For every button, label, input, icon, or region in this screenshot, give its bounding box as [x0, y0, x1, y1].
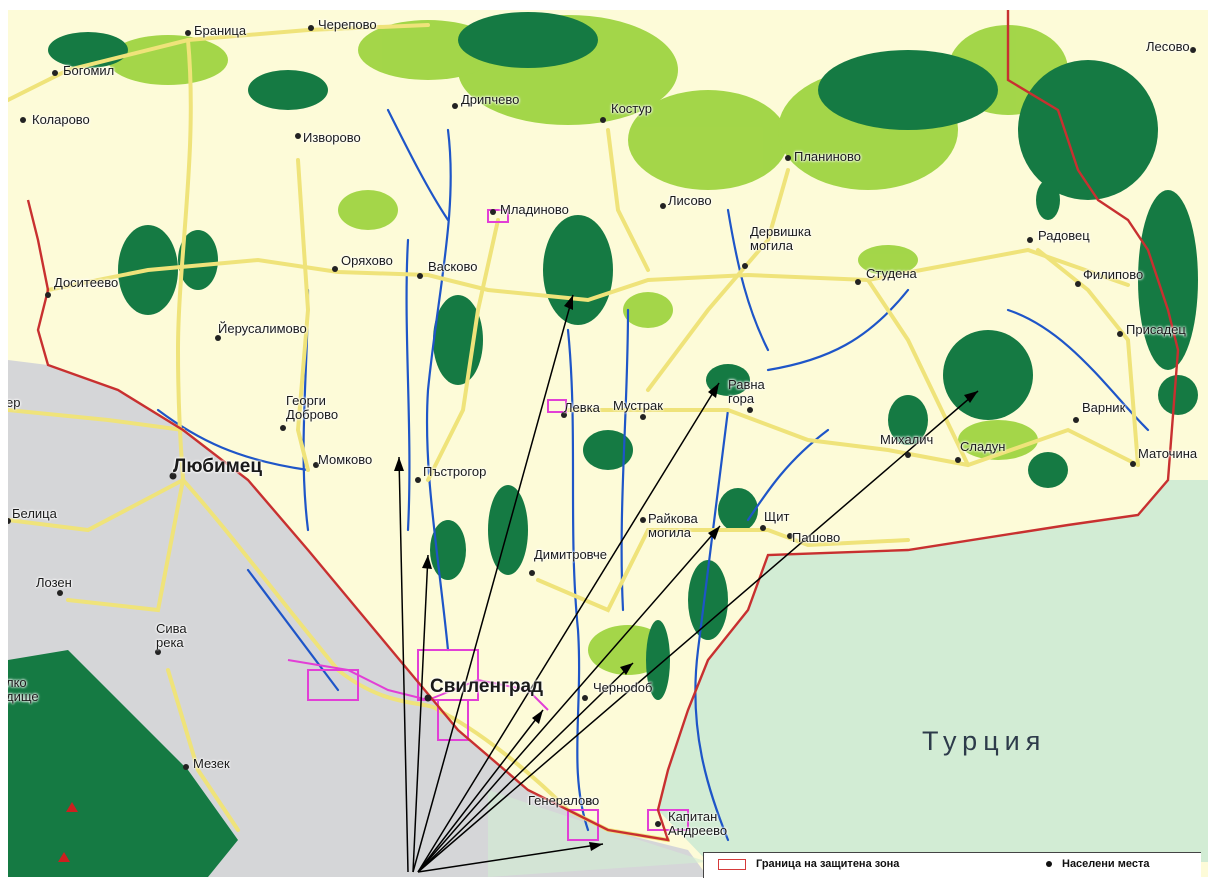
place-label-cherepovo: Черепово — [318, 17, 377, 32]
place-label-sladun: Сладун — [960, 439, 1006, 454]
country-label-turkey: Турция — [922, 726, 1047, 756]
peak-marker-icon — [58, 852, 70, 862]
place-label-branitsa: Браница — [194, 23, 247, 38]
edge-label-lko: лко дище — [8, 675, 39, 704]
map-canvas — [8, 10, 1208, 877]
arrow-heads — [394, 295, 978, 851]
place-label-mladinovo: Младиново — [500, 202, 569, 217]
place-label-yerusalimovo: Йерусалимово — [218, 321, 307, 336]
place-label-mihalich: Михалич — [880, 432, 934, 447]
place-label-siva: Сива река — [156, 621, 187, 650]
place-label-ravna: Равна гора — [728, 377, 765, 406]
place-label-kapitan: Капитан Андреево — [668, 809, 728, 838]
place-label-georgi: Георги Доброво — [286, 393, 339, 422]
place-label-mezek: Мезек — [193, 756, 230, 771]
place-label-radovets: Радовец — [1038, 228, 1090, 243]
map-frame: Браница Черепово Лесово Богомил Коларово… — [8, 10, 1208, 877]
protected-zone-swatch-icon — [718, 858, 746, 870]
place-label-varnik: Варник — [1082, 400, 1126, 415]
legend-label-settlements: Населени места — [1062, 858, 1150, 870]
place-label-kostur: Костур — [611, 101, 652, 116]
place-label-izvorovo: Изворово — [303, 130, 361, 145]
city-label-svilengrad: Свиленград — [430, 676, 544, 697]
place-label-dripchevo: Дрипчево — [461, 92, 520, 107]
legend-item-settlements: Населени места — [1046, 858, 1149, 870]
place-label-momkovo: Момково — [318, 452, 373, 467]
place-label-vaskovo: Васково — [428, 259, 478, 274]
place-label-filipovo: Филипово — [1083, 267, 1144, 282]
place-label-lozen: Лозен — [36, 575, 72, 590]
place-label-dimitrovche: Димитровче — [534, 547, 608, 562]
place-label-levka: Левка — [564, 400, 600, 415]
place-label-pashovo: Пашово — [792, 530, 841, 545]
forest-dark-patches — [48, 12, 1198, 700]
place-label-dositeevo: Доситеево — [54, 275, 119, 290]
protected-zone-border — [26, 10, 1180, 842]
place-label-dervishka: Дервишка могила — [750, 224, 812, 253]
place-label-studena: Студена — [866, 266, 917, 281]
place-label-raykova: Райкова могила — [648, 511, 698, 540]
settlement-dot-icon — [1046, 861, 1052, 867]
place-label-prisadets: Присадец — [1126, 322, 1186, 337]
place-label-lesovo: Лесово — [1146, 39, 1190, 54]
place-label-kolarovo: Коларово — [32, 112, 90, 127]
place-label-oryahovo: Оряхово — [341, 253, 393, 268]
city-label-lyubimets: Любимец — [173, 456, 263, 477]
place-label-matochina: Маточина — [1138, 446, 1198, 461]
forest-sw — [8, 650, 238, 877]
roads — [8, 23, 1140, 842]
edge-label-er: ер — [8, 395, 21, 410]
map-legend: Граница на защитена зона Населени места — [703, 852, 1201, 878]
legend-label-protected-zone: Граница на защитена зона — [756, 858, 900, 870]
place-label-generalovo: Генералово — [528, 793, 600, 808]
place-label-lisovo: Лисово — [668, 193, 712, 208]
place-label-chernodob: Черноdoб — [593, 680, 653, 695]
place-label-planinovo: Планиново — [794, 149, 861, 164]
place-label-pastrogor: Пъстрогор — [423, 464, 487, 479]
legend-item-protected-zone: Граница на защитена зона — [718, 858, 899, 870]
place-label-belitsa: Белица — [12, 506, 57, 521]
place-label-mustrak: Мустрак — [613, 398, 663, 413]
place-label-shtit: Щит — [764, 509, 790, 524]
peak-marker-icon — [66, 802, 78, 812]
annotation-arrows — [398, 294, 979, 873]
place-label-bogomil: Богомил — [63, 63, 115, 78]
turkey-area — [658, 480, 1208, 862]
settlement-dots — [8, 25, 1196, 827]
